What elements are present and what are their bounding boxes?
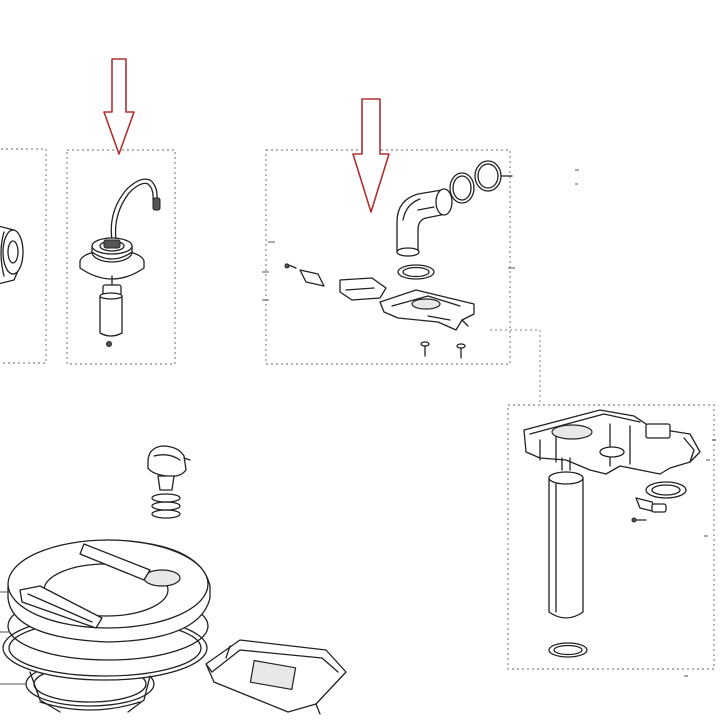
- tank-ring-assembly: [0, 539, 211, 713]
- fuel-pump-module: [523, 409, 701, 658]
- arrow-icon-right: [352, 98, 390, 213]
- left-group-box: [0, 148, 47, 364]
- screw-icon-1: [420, 341, 430, 357]
- leader-line: [490, 329, 541, 405]
- fuel-outlet-assembly: [262, 160, 515, 359]
- arrow-icon-left: [103, 58, 135, 155]
- float-cap-with-spring: [147, 445, 191, 519]
- fuel-level-sender: [79, 178, 161, 347]
- pump-end-part: [0, 225, 24, 285]
- screw-icon-2: [456, 343, 466, 359]
- sender-group-box: [66, 149, 176, 365]
- cover-plate: [205, 639, 347, 715]
- outlet-group-box: [265, 149, 511, 365]
